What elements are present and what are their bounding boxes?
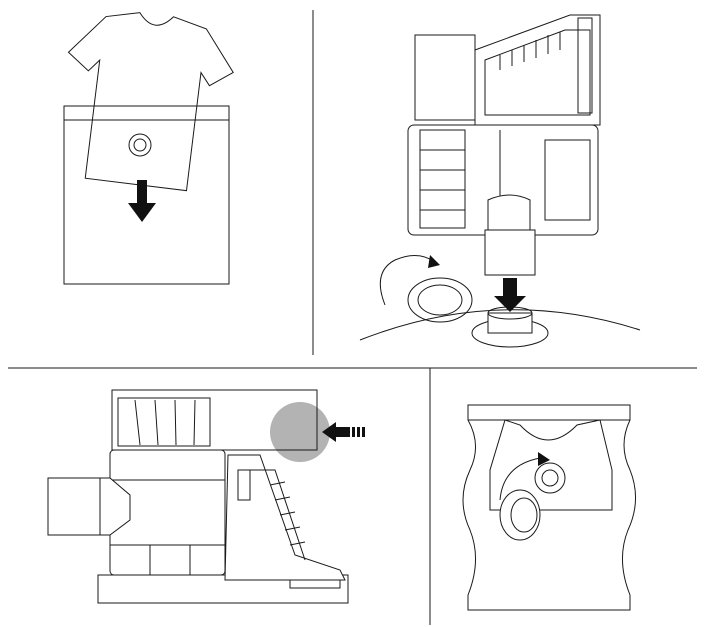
vacuum-top-ribs [135, 400, 195, 445]
vacuum-battery [415, 35, 475, 120]
cap-icon [500, 490, 540, 540]
button-highlight [270, 402, 330, 462]
vacuum-nozzle-side [48, 478, 130, 535]
sealed-bag [463, 405, 636, 610]
bag-valve-icon [488, 313, 532, 333]
panel-3-vacuum-button [48, 390, 365, 603]
panel-1-shirt-into-bag [53, 5, 239, 284]
vacuum-handle-side [225, 455, 345, 580]
down-arrow-2-icon [494, 278, 526, 312]
panel-4-bag-cap [463, 405, 636, 610]
vacuum-nozzle [485, 230, 535, 275]
panel-2-vacuum-seal [360, 15, 640, 347]
vacuum-handle [475, 15, 600, 125]
